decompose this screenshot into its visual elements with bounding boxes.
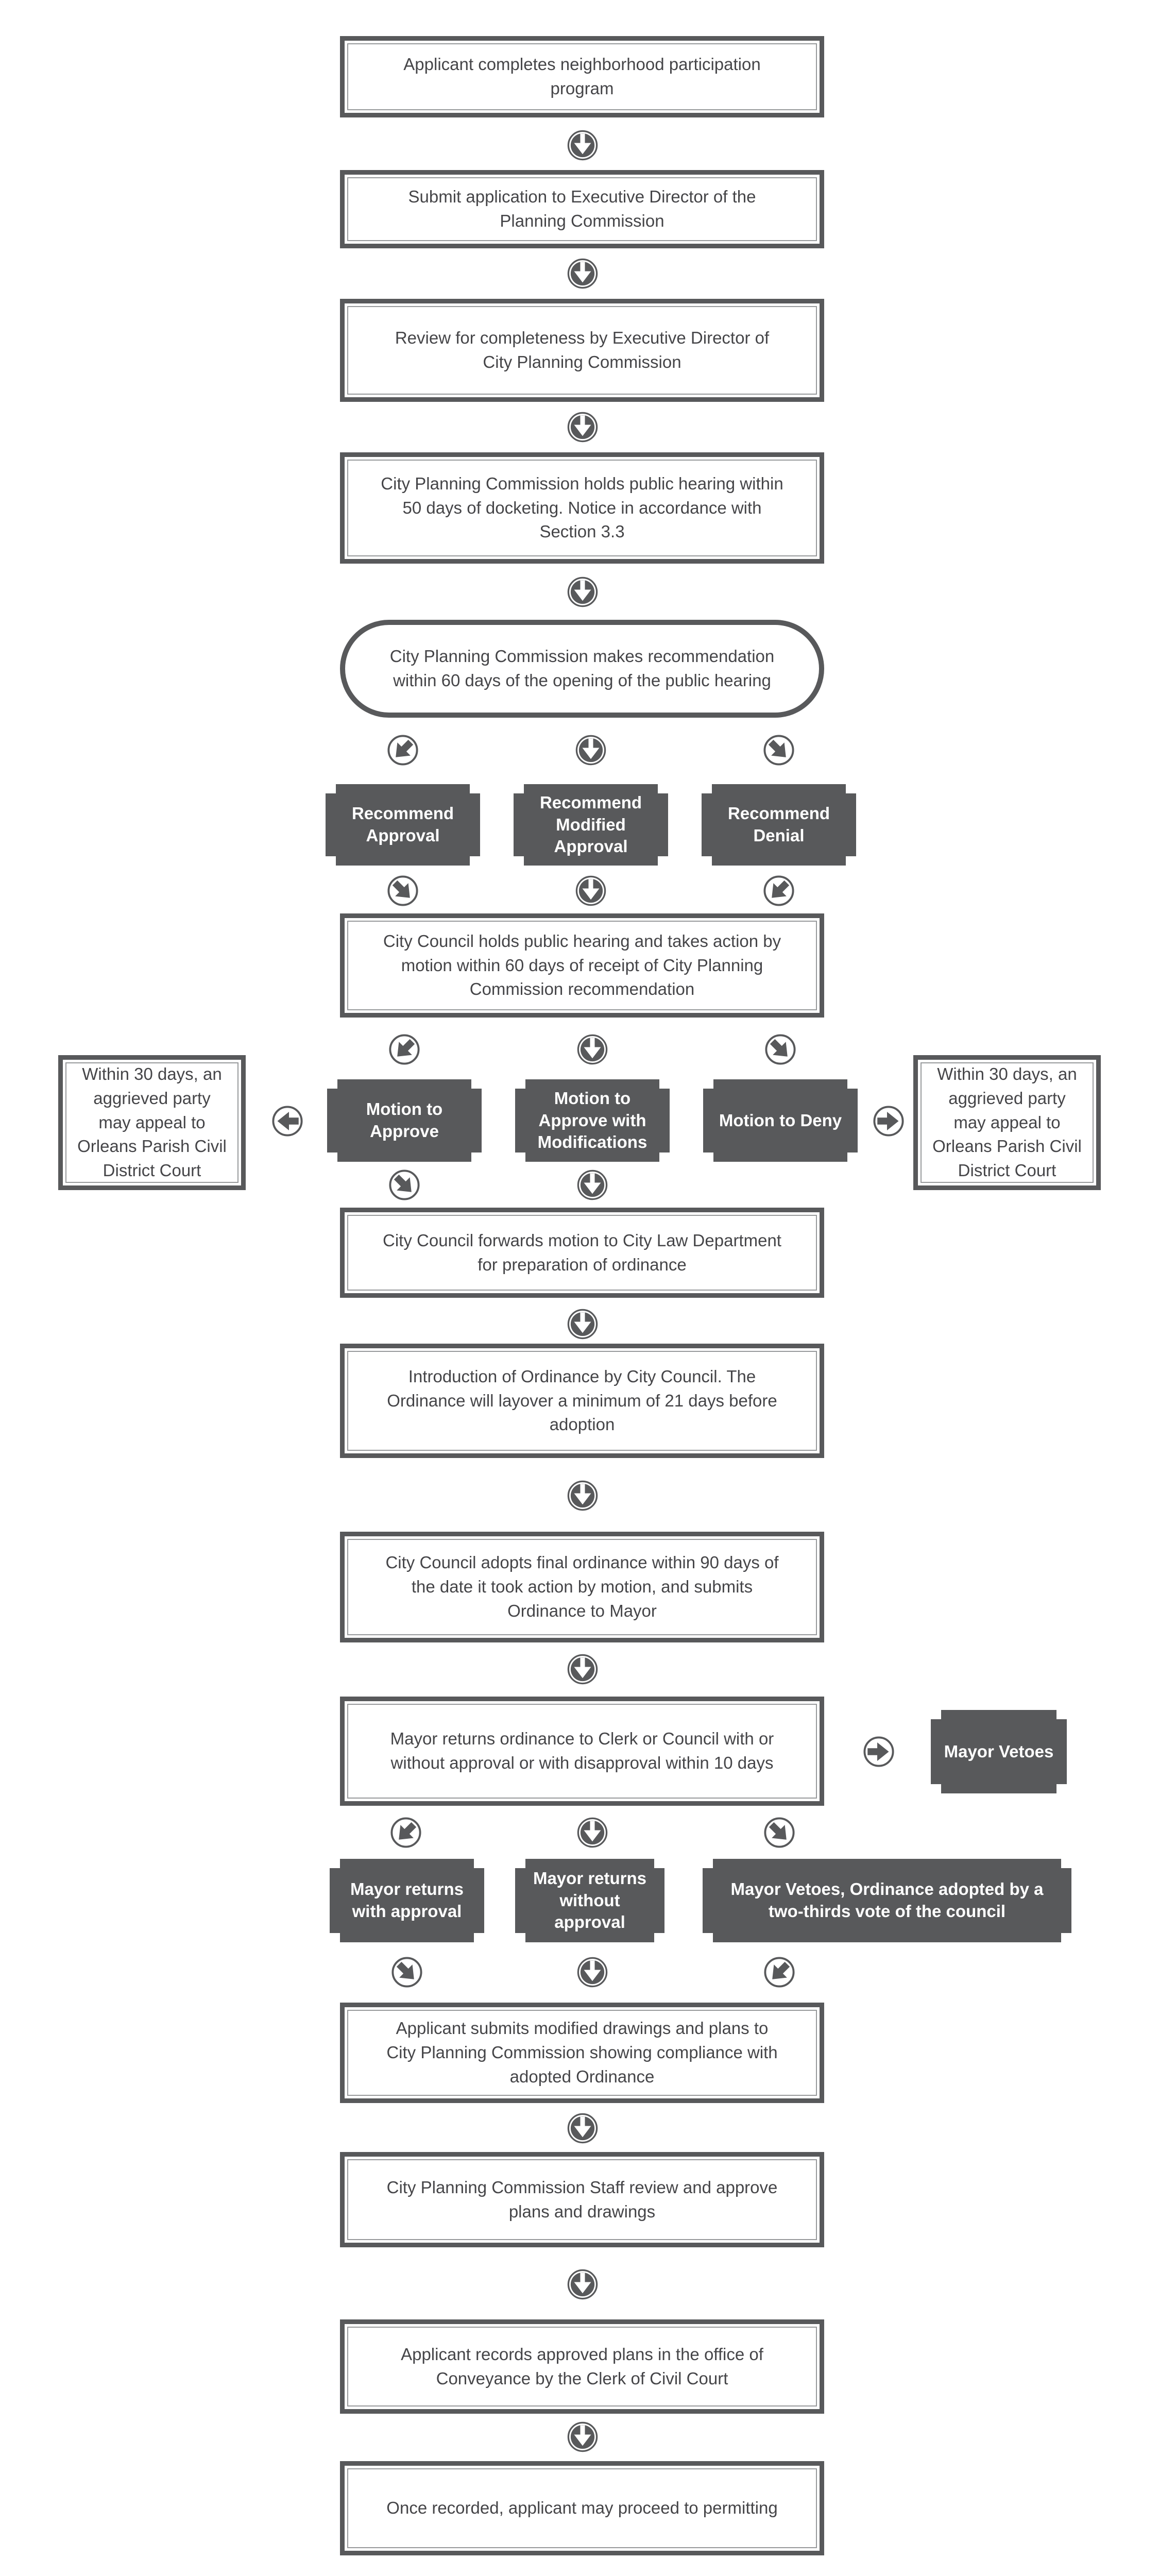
step-neighborhood-participation-label: Applicant completes neighborhood partici…: [403, 55, 761, 98]
step-introduction-ordinance-label: Introduction of Ordinance by City Counci…: [387, 1366, 777, 1434]
arrow-down-icon: [567, 2421, 598, 2452]
decision-recommend-approval: Recommend Approval: [326, 784, 480, 866]
step-cpc-recommendation: City Planning Commission makes recommend…: [340, 620, 824, 718]
appeal-left-label: Within 30 days, an aggrieved party may a…: [77, 1064, 227, 1180]
decision-mayor-vetoes: Mayor Vetoes: [931, 1710, 1067, 1793]
step-review-completeness-label: Review for completeness by Executive Dir…: [395, 328, 770, 371]
decision-motion-approve: Motion to Approve: [327, 1079, 482, 1162]
step-neighborhood-participation: Applicant completes neighborhood partici…: [340, 36, 824, 117]
step-cpc-public-hearing: City Planning Commission holds public he…: [340, 452, 824, 564]
step-proceed-to-permitting: Once recorded, applicant may proceed to …: [340, 2461, 824, 2555]
step-records-plans-label: Applicant records approved plans in the …: [401, 2344, 763, 2388]
step-staff-review-label: City Planning Commission Staff review an…: [386, 2177, 778, 2221]
decision-motion-approve-label: Motion to Approve: [366, 1099, 443, 1141]
decision-motion-approve-modifications: Motion to Approve with Modifications: [515, 1079, 670, 1162]
arrow-down-right-icon: [759, 1028, 802, 1071]
arrow-down-icon: [567, 412, 598, 443]
step-forwards-motion-label: City Council forwards motion to City Law…: [383, 1230, 781, 1274]
decision-recommend-denial-label: Recommend Denial: [727, 804, 830, 845]
arrow-down-icon: [575, 735, 606, 766]
step-adopts-ordinance: City Council adopts final ordinance with…: [340, 1532, 824, 1642]
decision-recommend-modified-approval-label: Recommend Modified Approval: [539, 792, 642, 856]
arrow-down-left-icon: [382, 729, 424, 771]
arrow-left-icon: [272, 1106, 303, 1137]
step-review-completeness: Review for completeness by Executive Dir…: [340, 299, 824, 402]
arrow-down-right-icon: [382, 870, 424, 912]
arrow-down-icon: [577, 1170, 608, 1200]
step-cpc-recommendation-label: City Planning Commission makes recommend…: [389, 647, 775, 690]
step-council-public-hearing-label: City Council holds public hearing and ta…: [383, 931, 781, 999]
decision-veto-override-label: Mayor Vetoes, Ordinance adopted by a two…: [730, 1879, 1044, 1921]
step-submit-application: Submit application to Executive Director…: [340, 170, 824, 248]
appeal-right-label: Within 30 days, an aggrieved party may a…: [932, 1064, 1082, 1180]
arrow-down-icon: [577, 1034, 608, 1065]
appeal-left-box: Within 30 days, an aggrieved party may a…: [58, 1055, 246, 1190]
step-submit-application-label: Submit application to Executive Director…: [408, 187, 756, 230]
decision-returns-with-approval-label: Mayor returns with approval: [350, 1879, 464, 1921]
step-submits-modified-plans-label: Applicant submits modified drawings and …: [386, 2019, 778, 2086]
decision-recommend-modified-approval: Recommend Modified Approval: [514, 784, 668, 866]
arrow-down-icon: [567, 1654, 598, 1685]
arrow-down-icon: [567, 130, 598, 161]
step-introduction-ordinance: Introduction of Ordinance by City Counci…: [340, 1344, 824, 1458]
arrow-right-icon: [873, 1106, 904, 1137]
decision-motion-deny: Motion to Deny: [703, 1079, 858, 1162]
decision-veto-override: Mayor Vetoes, Ordinance adopted by a two…: [703, 1859, 1071, 1942]
decision-returns-without-approval: Mayor returns without approval: [515, 1859, 664, 1942]
arrow-down-icon: [567, 2269, 598, 2300]
decision-motion-approve-modifications-label: Motion to Approve with Modifications: [537, 1088, 647, 1152]
arrow-down-icon: [575, 875, 606, 906]
arrow-down-right-icon: [386, 1951, 428, 1993]
step-mayor-returns-ordinance-label: Mayor returns ordinance to Clerk or Coun…: [390, 1729, 774, 1772]
step-cpc-public-hearing-label: City Planning Commission holds public he…: [381, 473, 783, 541]
step-records-plans: Applicant records approved plans in the …: [340, 2319, 824, 2414]
decision-mayor-vetoes-label: Mayor Vetoes: [944, 1741, 1054, 1761]
arrow-down-right-icon: [758, 1811, 800, 1854]
arrow-down-icon: [567, 1480, 598, 1511]
arrow-down-left-icon: [758, 1951, 800, 1993]
step-proceed-to-permitting-label: Once recorded, applicant may proceed to …: [386, 2498, 778, 2518]
decision-recommend-denial: Recommend Denial: [702, 784, 856, 866]
appeal-right-box: Within 30 days, an aggrieved party may a…: [913, 1055, 1101, 1190]
arrow-down-icon: [567, 577, 598, 607]
step-forwards-motion: City Council forwards motion to City Law…: [340, 1208, 824, 1298]
arrow-down-left-icon: [385, 1811, 427, 1854]
step-council-public-hearing: City Council holds public hearing and ta…: [340, 913, 824, 1018]
decision-returns-with-approval: Mayor returns with approval: [330, 1859, 484, 1942]
arrow-down-left-icon: [383, 1028, 425, 1071]
arrow-right-icon: [863, 1736, 894, 1767]
step-mayor-returns-ordinance: Mayor returns ordinance to Clerk or Coun…: [340, 1697, 824, 1806]
arrow-down-right-icon: [383, 1164, 425, 1206]
decision-recommend-approval-label: Recommend Approval: [351, 804, 454, 845]
arrow-down-icon: [567, 1309, 598, 1340]
decision-motion-deny-label: Motion to Deny: [719, 1110, 842, 1130]
step-adopts-ordinance-label: City Council adopts final ordinance with…: [385, 1553, 779, 1620]
decision-returns-without-approval-label: Mayor returns without approval: [533, 1868, 647, 1932]
arrow-down-icon: [567, 258, 598, 289]
step-submits-modified-plans: Applicant submits modified drawings and …: [340, 2003, 824, 2103]
arrow-down-icon: [577, 1817, 608, 1848]
arrow-down-icon: [567, 2113, 598, 2144]
arrow-down-right-icon: [758, 729, 800, 771]
arrow-down-left-icon: [758, 870, 800, 912]
arrow-down-icon: [577, 1957, 608, 1988]
step-staff-review: City Planning Commission Staff review an…: [340, 2152, 824, 2247]
